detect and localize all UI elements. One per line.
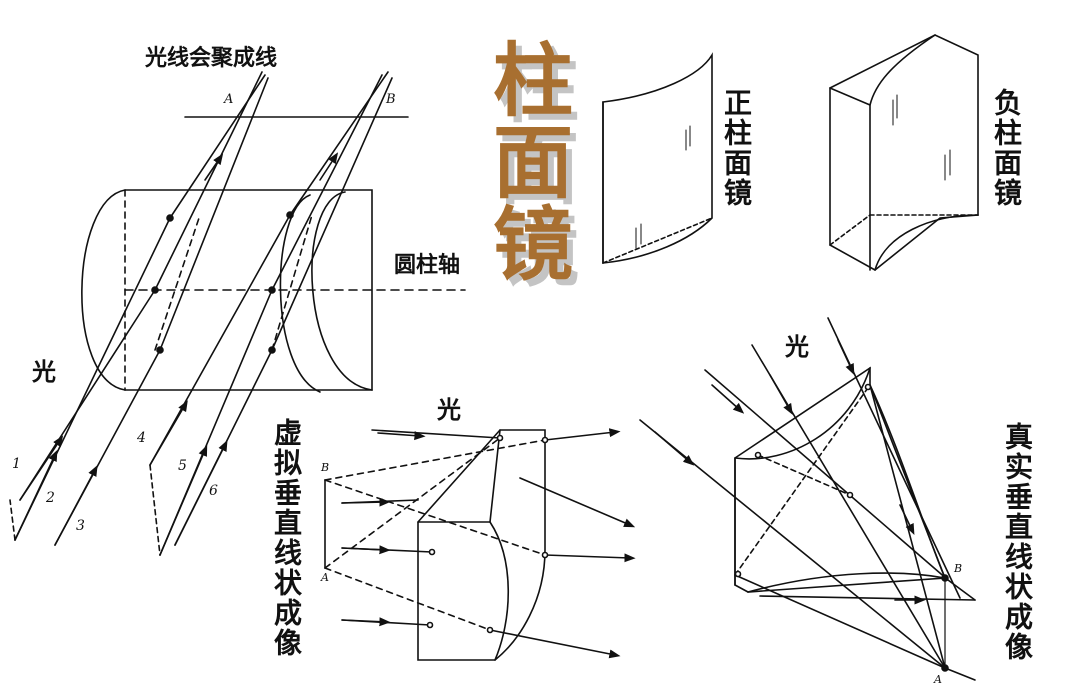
- virtual-point-b-label: B: [321, 461, 330, 474]
- real-image-label: 真实垂直线状成像: [1001, 422, 1034, 662]
- point-a-label: A: [224, 92, 234, 107]
- ray-number-6: 6: [209, 483, 218, 499]
- ray-number-2: 2: [46, 490, 55, 506]
- ray-number-5: 5: [178, 458, 187, 474]
- virtual-image-figure: [324, 428, 636, 661]
- positive-lens-figure: [602, 52, 713, 264]
- real-image-figure: [639, 317, 976, 681]
- ray-number-3: 3: [76, 518, 85, 534]
- page-title: 柱面镜: [480, 38, 573, 284]
- positive-lens-label: 正柱面镜: [720, 88, 753, 208]
- negative-lens-label: 负柱面镜: [990, 88, 1023, 208]
- point-b-label: B: [386, 92, 396, 107]
- virtual-image-label: 虚拟垂直线状成像: [270, 418, 303, 658]
- real-point-b-label: B: [954, 562, 963, 575]
- real-point-a-label: A: [934, 673, 942, 686]
- negative-lens-figure: [829, 34, 979, 271]
- cylinder-left-face: [81, 189, 126, 391]
- cylinder-outline: [124, 189, 373, 391]
- light-label-middle: 光: [437, 396, 461, 424]
- ray-number-1: 1: [12, 456, 21, 472]
- light-label-right: 光: [785, 333, 809, 361]
- cylinder-figure: [9, 71, 466, 556]
- light-label-left: 光: [32, 358, 56, 386]
- virtual-point-a-label: A: [321, 571, 329, 584]
- ray-number-4: 4: [137, 430, 146, 446]
- converge-label: 光线会聚成线: [145, 46, 278, 71]
- axis-label: 圆柱轴: [394, 253, 461, 278]
